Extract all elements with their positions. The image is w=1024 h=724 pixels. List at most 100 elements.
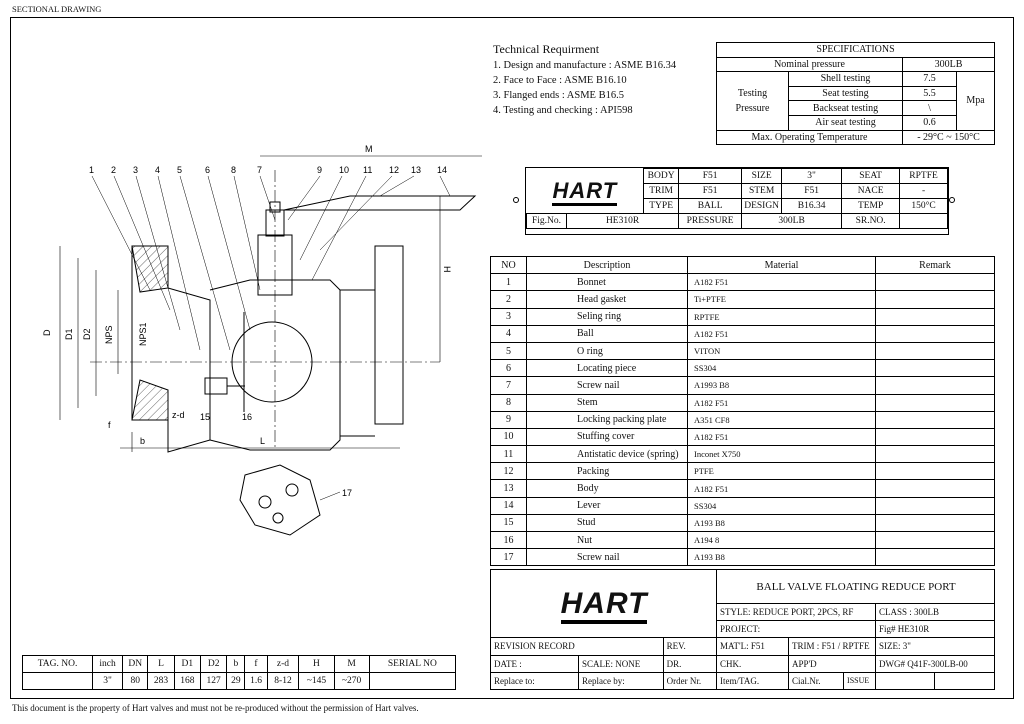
- part-material: A193 B8: [687, 548, 876, 567]
- nominal-value: 300LB: [902, 56, 995, 73]
- hole-mark-left: [513, 197, 519, 203]
- part-remark: [875, 462, 995, 481]
- part-no: 5: [490, 341, 527, 361]
- nominal-label: Nominal pressure: [716, 56, 903, 73]
- balloon-label: 9: [317, 165, 322, 175]
- tech-item: 2. Face to Face : ASME B16.10: [493, 75, 627, 86]
- part-description: Locating piece: [526, 359, 688, 378]
- test-value: 0.6: [902, 114, 957, 131]
- part-material: SS304: [687, 496, 876, 515]
- tag-value: 8-12: [266, 672, 300, 690]
- fig-text: Fig# HE310R: [875, 620, 995, 639]
- balloon-label: 8: [231, 165, 236, 175]
- item-text: Item/TAG.: [716, 671, 790, 690]
- part-no: 4: [490, 324, 527, 343]
- col-no: NO: [490, 255, 527, 275]
- dim-H: H: [442, 266, 452, 273]
- tag-header: SERIAL NO: [368, 655, 457, 673]
- part-no: 13: [490, 479, 527, 498]
- part-description: O ring: [526, 341, 688, 361]
- part-remark: [875, 307, 995, 326]
- part-remark: [875, 410, 995, 429]
- dim-D2: D2: [82, 328, 92, 340]
- part-description: Stud: [526, 513, 688, 533]
- blank-cell: [934, 671, 995, 690]
- tag-header: L: [147, 655, 175, 673]
- test-label: Seat testing: [788, 85, 903, 102]
- part-no: 17: [490, 548, 527, 567]
- max-temp-high: 150°C: [954, 131, 980, 143]
- balloon-16: 16: [242, 412, 252, 422]
- tag-value: 80: [121, 672, 149, 690]
- part-no: 9: [490, 410, 527, 429]
- srno-label: SR.NO.: [841, 213, 901, 229]
- tag-header: M: [333, 655, 370, 673]
- balloon-label: 2: [111, 165, 116, 175]
- part-remark: [875, 290, 995, 309]
- tech-item: 3. Flanged ends : ASME B16.5: [493, 90, 624, 101]
- tech-item: 4. Testing and checking : API598: [493, 105, 633, 116]
- tag-header: inch: [92, 655, 123, 673]
- part-no: 14: [490, 496, 527, 515]
- part-no: 16: [490, 530, 527, 550]
- tag-header: DN: [121, 655, 149, 673]
- matl-text: MAT'L: F51: [716, 637, 790, 656]
- tech-item: 1. Design and manufacture : ASME B16.34: [493, 60, 677, 71]
- stem-label: STEM: [741, 183, 783, 199]
- part-material: A182 F51: [687, 324, 876, 343]
- lever: [283, 195, 477, 211]
- part-remark: [875, 513, 995, 533]
- body-label: BODY: [643, 168, 680, 184]
- tag-value: 127: [199, 672, 228, 690]
- part-description: Body: [526, 479, 688, 498]
- part-remark: [875, 324, 995, 343]
- style-text: STYLE: REDUCE PORT, 2PCS, RF: [716, 602, 877, 622]
- part-description: Ball: [526, 324, 688, 343]
- pressure-label: PRESSURE: [678, 213, 743, 229]
- col-description: Description: [526, 255, 688, 275]
- part-remark: [875, 445, 995, 464]
- size-text: SIZE: 3": [875, 637, 995, 656]
- tag-header: f: [244, 655, 268, 673]
- drawing-title: BALL VALVE FLOATING REDUCE PORT: [716, 569, 995, 604]
- balloon-label: 1: [89, 165, 94, 175]
- balloon-label: 4: [155, 165, 160, 175]
- date-text: DATE :: [490, 654, 579, 673]
- part-no: 2: [490, 290, 527, 309]
- dr-text: DR.: [662, 654, 718, 673]
- col-material: Material: [687, 255, 876, 275]
- dim-D1: D1: [64, 328, 74, 340]
- part-remark: [875, 530, 995, 550]
- part-no: 10: [490, 427, 527, 447]
- balloon-15: 15: [200, 412, 210, 422]
- testing-pressure-label: Testing Pressure: [716, 71, 789, 131]
- pressure-label: Pressure: [735, 102, 770, 114]
- dim-M: M: [365, 144, 373, 154]
- part-description: Bonnet: [526, 273, 688, 292]
- tag-value: [368, 672, 457, 690]
- design-label: DESIGN: [741, 198, 783, 214]
- dim-zd: z-d: [172, 410, 185, 420]
- tag-header: D2: [199, 655, 228, 673]
- footer-note: This document is the property of Hart va…: [12, 703, 419, 713]
- part-no: 11: [490, 445, 527, 464]
- info-logo-cell: HART: [527, 169, 644, 214]
- part-remark: [875, 341, 995, 361]
- balloon-label: 11: [363, 165, 372, 175]
- hart-logo-large: HART: [560, 586, 648, 624]
- part-material: A194 8: [687, 530, 876, 550]
- part-material: VITON: [687, 341, 876, 361]
- part-description: Packing: [526, 462, 688, 481]
- title-block: HART BALL VALVE FLOATING REDUCE PORT STY…: [489, 568, 995, 690]
- part-material: A182 F51: [687, 393, 876, 412]
- seat-value: RPTFE: [899, 168, 948, 184]
- bolt: [204, 377, 228, 395]
